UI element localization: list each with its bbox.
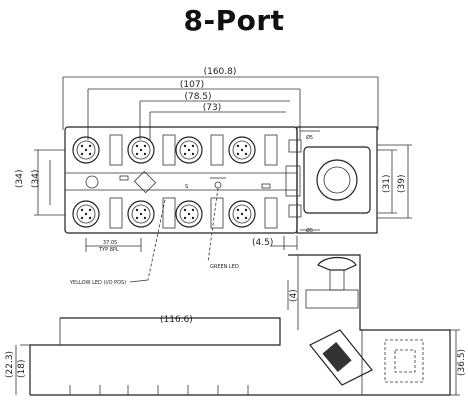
housing-side-view-icon: (4) (36.5) (287, 254, 467, 396)
svg-text:Ø5: Ø5 (306, 134, 313, 141)
pitch-label-top: 37.05 (103, 240, 117, 246)
center-features: S (85, 170, 271, 194)
dim-height-outer: (34) (15, 170, 25, 188)
green-led-label: GREEN LED (210, 264, 239, 270)
dim-side-height-outer: (22.3) (5, 351, 15, 378)
dim-73: (73) (203, 103, 221, 113)
dim-height-inner: (34) (31, 170, 41, 188)
m12-connector-port-icon (228, 200, 256, 228)
dim-right-inner: (31) (382, 175, 392, 193)
dim-overall-width: (160.8) (204, 67, 237, 77)
top-port-row (72, 134, 278, 166)
m12-connector-port-icon (72, 136, 100, 164)
side-view: (116.6) (22.3) (18) (4) (36.5) (5, 254, 467, 396)
svg-text:Ø5: Ø5 (306, 227, 313, 234)
top-dimensions: (160.8) (107) (78.5) (73) (62, 67, 379, 140)
m12-connector-port-icon (127, 136, 155, 164)
mounting-flange: Ø5 Ø5 (31) (39) (4.5) (252, 126, 412, 250)
dim-pitch: (4) (289, 289, 299, 302)
m12-connector-port-icon (228, 136, 256, 164)
yellow-led-label: YELLOW LED (I/O POS) (69, 280, 126, 286)
dim-right-outer: (39) (397, 175, 407, 193)
led-callouts: YELLOW LED (I/O POS) GREEN LED (69, 187, 239, 286)
bottom-port-row (72, 197, 278, 229)
m12-connector-port-icon (175, 136, 203, 164)
dim-depth: (4.5) (252, 238, 273, 248)
m12-connector-port-icon (72, 200, 100, 228)
dim-107: (107) (180, 80, 204, 90)
svg-text:S: S (185, 184, 188, 190)
m12-connector-port-icon (127, 200, 155, 228)
dim-side-height-inner: (18) (17, 360, 27, 378)
pitch-label-bottom: TYP 8PL (98, 247, 119, 253)
dim-side-length: (116.6) (160, 315, 193, 325)
pitch-dim: 37.05 TYP 8PL (85, 238, 142, 253)
page-title: 8-Port (183, 4, 285, 37)
m12-connector-port-icon (175, 200, 203, 228)
dim-side-height-right: (36.5) (457, 349, 467, 376)
dim-78-5: (78.5) (184, 92, 211, 102)
